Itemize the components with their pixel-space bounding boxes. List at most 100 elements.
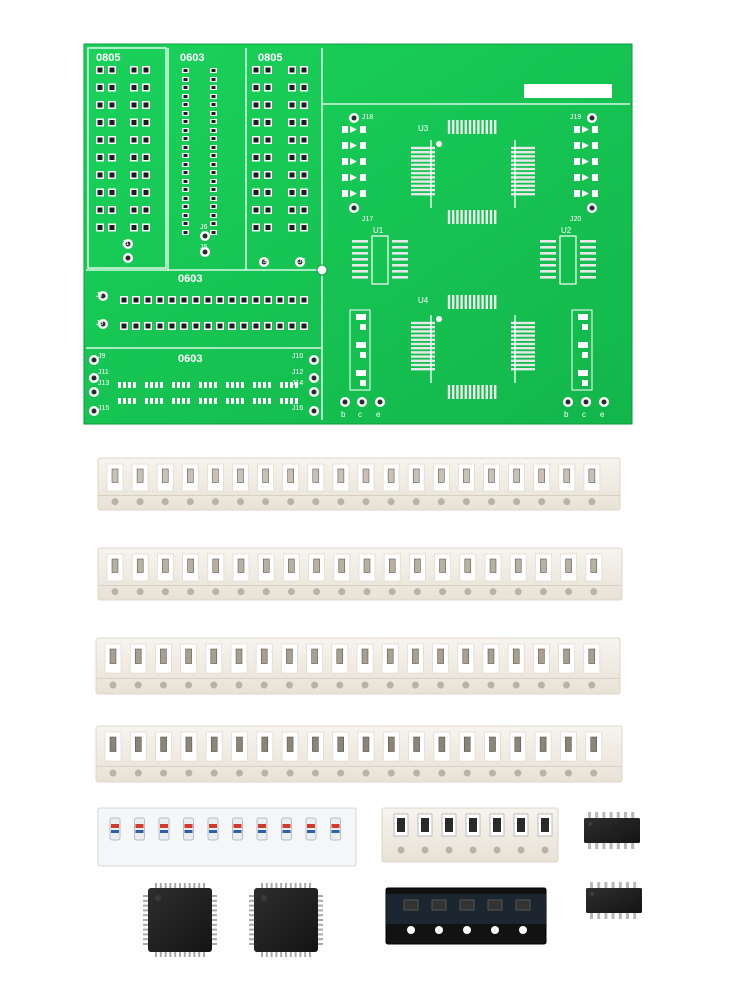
pad-0603-mid: [192, 322, 212, 330]
array-pad: [209, 398, 212, 404]
pad-0603-top: [182, 119, 189, 133]
glass-diode: [232, 817, 243, 841]
pad-0805-left: [130, 188, 150, 197]
jumper-hole: [259, 257, 269, 267]
pad-0603-mid: [144, 322, 164, 330]
silk-pin-e-right: e: [600, 410, 605, 419]
glass-diode: [207, 817, 219, 841]
silk-j1: J1: [122, 240, 130, 247]
smd-capacitor: [484, 731, 501, 777]
array-pad: [226, 382, 229, 388]
array-pad: [118, 382, 121, 388]
glass-diode: [183, 817, 194, 841]
soic-footprint-u2: [540, 235, 596, 285]
smd-resistor: [432, 463, 450, 506]
smd-capacitor: [205, 643, 223, 689]
smd-capacitor: [129, 643, 147, 689]
sot23-transistor: [459, 899, 475, 934]
array-pad: [150, 382, 153, 388]
pad-0805-right: [252, 83, 272, 92]
smd-resistor: [383, 553, 401, 596]
pad-0805-left: [130, 118, 150, 127]
smd-capacitor: [306, 643, 324, 689]
pad-0603-mid: [144, 296, 164, 304]
soic-footprint-u1: [352, 235, 408, 285]
glass-diode: [134, 817, 145, 841]
silk-j13: J13: [98, 380, 110, 387]
array-pad: [290, 382, 293, 388]
component-tapes: [95, 457, 623, 945]
pad-0603-mid: [264, 322, 284, 330]
array-pad: [295, 398, 298, 404]
silk-j6: J6: [200, 224, 208, 231]
led-footprint: [574, 158, 598, 165]
pad-0805-right: [288, 136, 308, 144]
jumper-hole: [587, 203, 597, 213]
smd-capacitor: [583, 643, 601, 689]
pad-0603-mid: [240, 322, 260, 330]
silk-j11: J11: [98, 369, 109, 376]
silk-j8: J8: [96, 320, 104, 327]
smd-resistor: [358, 553, 376, 596]
smd-capacitor: [458, 731, 476, 777]
smd-resistor-tape: [97, 547, 623, 601]
smd-resistor: [131, 553, 149, 596]
array-pad: [199, 382, 202, 388]
silk-j16: J16: [292, 405, 304, 412]
pad-0603-top: [210, 102, 217, 116]
smd-resistor: [583, 463, 601, 506]
smd-resistor: [181, 463, 199, 506]
smd-resistor: [131, 463, 149, 506]
pad-0603-top: [210, 221, 217, 235]
jumper-hole: [349, 113, 359, 123]
pad-0603-mid: [120, 322, 140, 330]
smd-resistor: [182, 553, 200, 596]
smd-capacitor: [104, 731, 122, 777]
smd-capacitor: [230, 643, 248, 689]
resistor-array: [441, 813, 457, 854]
sot23-transistor: [403, 899, 419, 934]
array-pad: [231, 398, 234, 404]
pad-0603-mid: [240, 296, 260, 304]
jumper-hole: [309, 406, 319, 416]
glass-diode: [305, 817, 317, 841]
pad-0805-right: [288, 188, 308, 197]
smd-capacitor: [280, 643, 298, 689]
smd-resistor: [533, 463, 551, 506]
pad-0805-left: [130, 153, 150, 162]
smd-capacitor: [433, 731, 451, 777]
silk-j10: J10: [292, 353, 304, 360]
smd-resistor: [508, 463, 526, 506]
jumper-hole: [89, 387, 99, 397]
array-pad: [128, 382, 131, 388]
pad-0603-mid: [288, 322, 308, 330]
jumper-hole: [309, 387, 319, 397]
smd-capacitor: [507, 643, 525, 689]
pad-0603-top: [182, 187, 189, 201]
transistor-hole: [563, 397, 573, 407]
pad-0805-right: [288, 153, 308, 162]
array-pad: [145, 382, 148, 388]
pcb-board: [83, 43, 633, 425]
silk-label-0603-mid: 0603: [178, 273, 203, 285]
transistor-hole: [340, 397, 350, 407]
jumper-hole: [295, 257, 305, 267]
array-pad: [214, 382, 217, 388]
pad-0805-left: [130, 136, 150, 144]
pad-0805-right: [252, 188, 272, 197]
silk-j15: J15: [98, 405, 110, 412]
resistor-array: [537, 813, 553, 854]
array-pad: [145, 398, 148, 404]
smd-capacitor: [482, 643, 500, 689]
led-footprint: [342, 126, 366, 133]
smd-resistor: [206, 463, 224, 506]
smd-resistor: [558, 463, 576, 506]
pad-0805-left: [96, 171, 116, 179]
pad-0603-top: [210, 119, 217, 133]
smd-capacitor: [180, 643, 198, 689]
qfp-footprint-u4: [411, 295, 535, 399]
array-pad: [182, 398, 185, 404]
smd-capacitor: [457, 643, 475, 689]
smd-capacitor: [306, 731, 324, 777]
